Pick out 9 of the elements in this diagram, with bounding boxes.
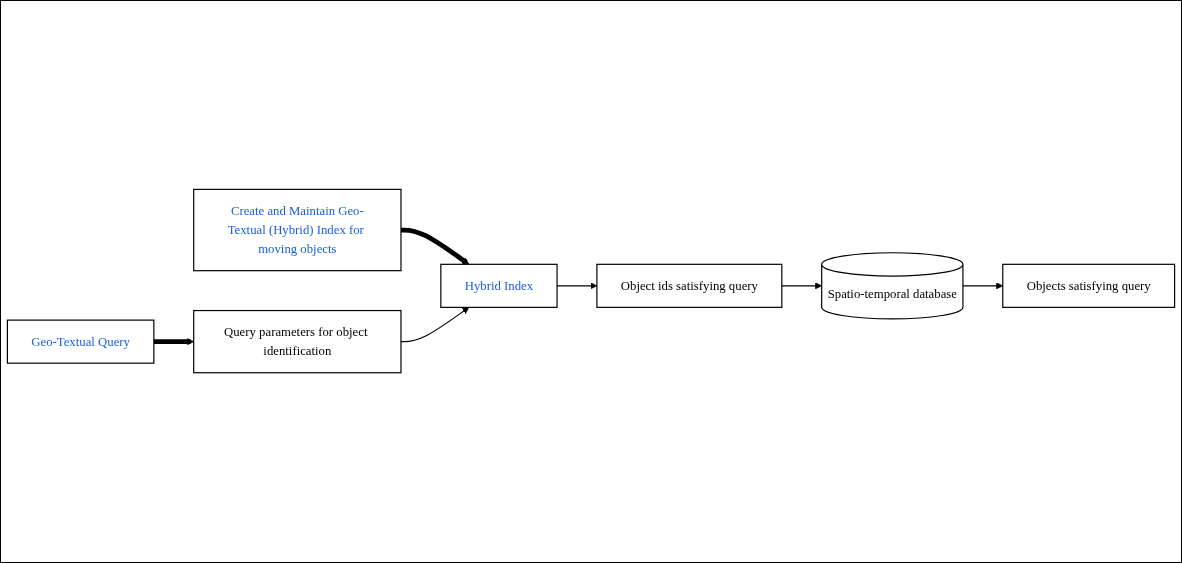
node-box: Hybrid Index: [440, 264, 558, 309]
arrow: [781, 282, 822, 290]
arrow: [401, 228, 470, 266]
node-box: Create and Maintain Geo-Textual (Hybrid) Index for moving objects: [193, 189, 402, 272]
node-box: Geo-Textual Query: [6, 319, 155, 365]
arrow: [400, 307, 470, 343]
node-box: Object ids satisfying query: [596, 264, 783, 309]
node-box: Query parameters for object identification: [193, 310, 402, 374]
node-box: Objects satisfying query: [1002, 264, 1176, 309]
